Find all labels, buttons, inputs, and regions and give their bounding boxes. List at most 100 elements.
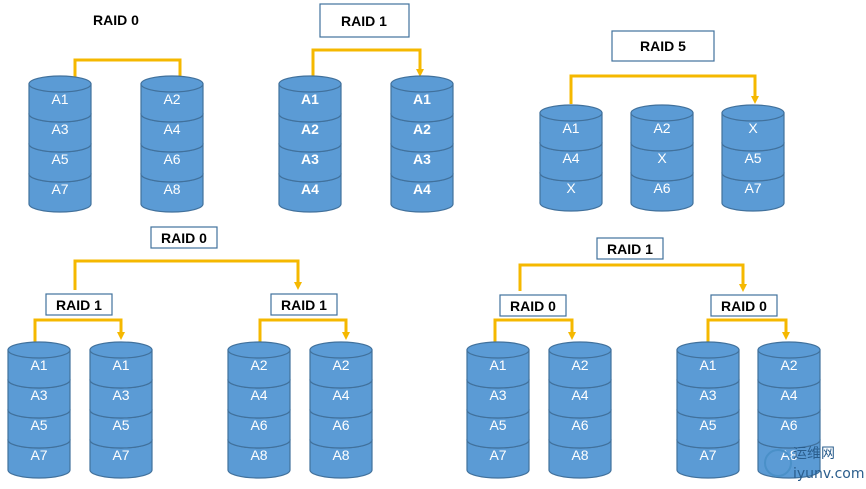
disk-segment: [227, 439, 291, 479]
disk-segment: [390, 143, 454, 183]
disk-segment: [630, 142, 694, 182]
disk-block-label: A6: [332, 417, 349, 433]
disk-segment: [390, 113, 454, 153]
disk-block-label: A2: [653, 120, 670, 136]
disk-block-label: A5: [112, 417, 129, 433]
raid1-title: RAID 1: [341, 13, 387, 29]
raid5-title-box: [611, 30, 715, 62]
disk-block-label: A2: [301, 121, 319, 137]
raid10-inner-left-title: RAID 1: [56, 297, 102, 313]
disk-block-label: A3: [301, 151, 319, 167]
disk-segment: [548, 439, 612, 479]
disk-block-label: A6: [163, 151, 180, 167]
disk-block-label: A2: [413, 121, 431, 137]
disk-block-label: A3: [30, 387, 47, 403]
disk-block-label: A4: [301, 181, 319, 197]
disk-block-label: X: [657, 150, 667, 166]
disk-cap: [676, 341, 740, 359]
disk-block-label: A4: [571, 387, 588, 403]
disk-block-label: A7: [489, 447, 506, 463]
disk-block-label: A1: [562, 120, 579, 136]
disk-cap: [7, 341, 71, 359]
disk-block-label: A4: [250, 387, 267, 403]
disk-segment: [7, 379, 71, 419]
disk-block-label: A7: [699, 447, 716, 463]
disk-segment: [7, 409, 71, 449]
disk-block-label: A4: [562, 150, 579, 166]
disk-segment: [466, 379, 530, 419]
disk-segment: [309, 409, 373, 449]
disk-block-label: A6: [653, 180, 670, 196]
disk-segment: [89, 349, 153, 389]
disk-cap: [757, 341, 821, 359]
raid01-outer-title-box: [596, 237, 664, 260]
disk-segment: [140, 173, 204, 213]
disk-block-label: A1: [112, 357, 129, 373]
disk-segment: [466, 439, 530, 479]
disk-segment: [757, 439, 821, 479]
disk-block-label: A4: [163, 121, 180, 137]
disk-segment: [390, 173, 454, 213]
disk-segment: [539, 112, 603, 152]
disk-block-label: A7: [30, 447, 47, 463]
disk-segment: [140, 113, 204, 153]
raid1-arrow: [311, 48, 424, 77]
raid01-inner-right-arrow: [706, 318, 790, 346]
disk-segment: [466, 349, 530, 389]
disk-block-label: A7: [744, 180, 761, 196]
watermark: 运维网 iyunv.com: [764, 446, 864, 482]
disk-block-label: A2: [780, 357, 797, 373]
disk-cap: [89, 341, 153, 359]
disk-block-label: A1: [30, 357, 47, 373]
disk-cap: [721, 104, 785, 122]
raid10-outer-title: RAID 0: [161, 230, 207, 246]
disk-segment: [548, 409, 612, 449]
disk-segment: [278, 113, 342, 153]
disk-block-label: A3: [51, 121, 68, 137]
disk-segment: [721, 142, 785, 182]
disk-block-label: A4: [413, 181, 431, 197]
disk-segment: [630, 172, 694, 212]
disk-block-label: A2: [332, 357, 349, 373]
disk-segment: [28, 143, 92, 183]
disk-segment: [548, 379, 612, 419]
raid5-title: RAID 5: [640, 38, 686, 54]
disk-segment: [309, 349, 373, 389]
disk-segment: [676, 379, 740, 419]
raid5-disk-2: A2X A6: [630, 104, 694, 212]
disk-cap: [309, 341, 373, 359]
raid10-outer-title-box: [150, 226, 218, 249]
disk-segment: [140, 83, 204, 123]
raid10-inner-right-title-box: [270, 293, 338, 316]
disk-segment: [278, 83, 342, 123]
disk-block-label: A5: [699, 417, 716, 433]
disk-segment: [278, 143, 342, 183]
disk-segment: [89, 409, 153, 449]
disk-block-label: A1: [489, 357, 506, 373]
disk-cap: [548, 341, 612, 359]
disk-segment: [630, 112, 694, 152]
disk-cap: [390, 75, 454, 93]
disk-segment: [539, 172, 603, 212]
raid01-inner-right-title: RAID 0: [721, 298, 767, 314]
disk-segment: [227, 409, 291, 449]
disk-block-label: A5: [51, 151, 68, 167]
disk-block-label: A2: [163, 91, 180, 107]
disk-segment: [390, 83, 454, 123]
disk-block-label: A3: [112, 387, 129, 403]
disk-segment: [28, 113, 92, 153]
